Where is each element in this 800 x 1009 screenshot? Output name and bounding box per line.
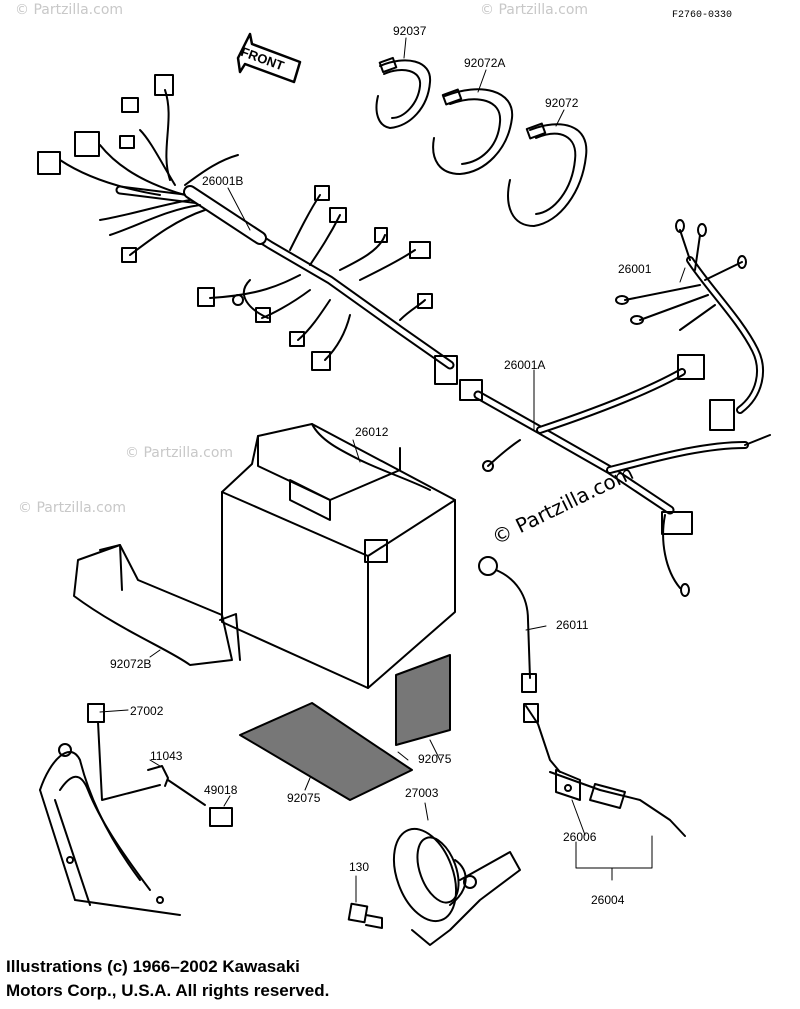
- part-label-11043: 11043: [150, 749, 183, 763]
- part-label-92072A: 92072A: [464, 56, 506, 70]
- band-92072A: [432, 88, 514, 175]
- battery-lead-26011: [478, 556, 561, 773]
- part-label-92072B: 92072B: [110, 657, 152, 671]
- battery-26012: [221, 423, 456, 689]
- part-label-92072: 92072: [545, 96, 579, 110]
- part-label-92037: 92037: [393, 24, 427, 38]
- horn-27003: [392, 827, 521, 946]
- part-label-130: 130: [349, 860, 370, 874]
- pad-92075-small: [395, 654, 451, 746]
- wire-harness-26001B: [37, 74, 458, 385]
- part-label-26001: 26001: [618, 262, 652, 276]
- horn-bracket-11043: [147, 765, 206, 806]
- front-arrow-icon: [236, 32, 302, 84]
- drawing-code: F2760-0330: [672, 10, 733, 21]
- watermark-text: © Partzilla.com: [18, 500, 127, 516]
- wire-harness-26001: [459, 219, 771, 597]
- part-label-92075: 92075: [418, 752, 452, 766]
- watermark-text: © Partzilla.com: [480, 2, 589, 18]
- part-label-26006: 26006: [563, 830, 597, 844]
- part-label-26011: 26011: [556, 618, 589, 632]
- wire-26004: [549, 769, 686, 837]
- frame-27002: [39, 703, 181, 916]
- part-label-26001A: 26001A: [504, 358, 546, 372]
- pad-92075-large: [239, 702, 413, 801]
- band-92072: [507, 122, 588, 227]
- part-label-26012: 26012: [355, 425, 389, 439]
- part-label-49018: 49018: [204, 783, 238, 797]
- watermark-text: © Partzilla.com: [15, 2, 124, 18]
- strap-92072B: [73, 544, 241, 666]
- relay-49018: [209, 807, 233, 827]
- band-92037: [375, 56, 432, 129]
- copyright-caption-line1: Illustrations (c) 1966–2002 Kawasaki: [6, 957, 300, 976]
- part-label-27002: 27002: [130, 704, 164, 718]
- part-label-26004: 26004: [591, 893, 625, 907]
- part-label-26001B: 26001B: [202, 174, 244, 188]
- leader-lines: [99, 37, 686, 903]
- copyright-caption-line2: Motors Corp., U.S.A. All rights reserved…: [6, 981, 330, 1000]
- part-label-92075: 92075: [287, 791, 321, 805]
- part-label-27003: 27003: [405, 786, 439, 800]
- watermark-text: © Partzilla.com: [125, 445, 234, 461]
- bolt-130: [347, 902, 383, 929]
